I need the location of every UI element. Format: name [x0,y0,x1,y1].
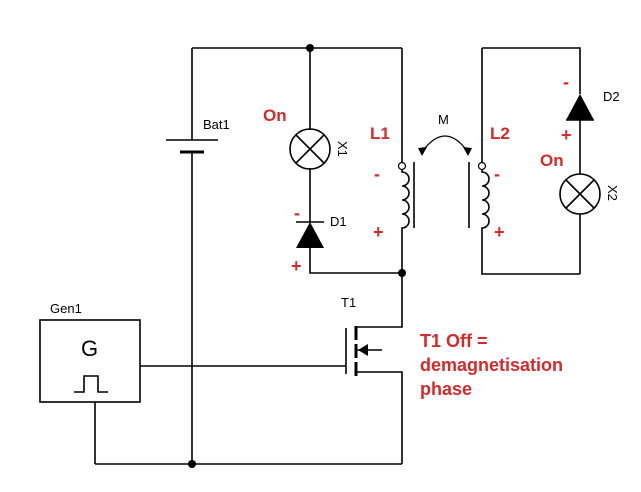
lamp-x2-status: On [540,151,564,170]
generator-symbol: G [81,336,98,361]
mutual-inductance-label: M [438,112,449,127]
lamp-x2-label: X2 [605,185,620,201]
diode-d1-minus: - [294,203,300,223]
wire-coil1-bottom [355,232,403,340]
diode-d1-plus: + [291,256,302,276]
junction-dot [398,269,406,277]
mosfet-t1-label: T1 [341,295,356,310]
generator-gen1 [39,319,141,403]
battery-bat1 [166,139,218,154]
coil-l1-label: L1 [370,124,390,143]
coil-l2-plus: + [494,222,505,242]
diode-d1-label: D1 [330,214,347,229]
mutual-inductance-arrow [418,135,472,156]
coil-l1-minus: - [374,164,380,184]
diode-d2-plus: + [561,125,572,145]
lamp-x1 [289,128,331,170]
lamp-x1-label: X1 [335,141,350,157]
annotation-line-3: phase [420,379,472,399]
junction-dot [306,44,314,52]
diode-d2-minus: - [563,72,569,92]
junction-dot [188,460,196,468]
lamp-x2 [559,173,601,215]
coil-l1-plus: + [373,222,384,242]
diode-d2 [566,94,594,121]
annotation-line-2: demagnetisation [420,355,563,375]
coil-l1 [397,158,415,232]
coil-l2-minus: - [494,164,500,184]
coil-l2 [468,48,580,275]
generator-label: Gen1 [50,301,82,316]
mosfet-t1 [345,326,382,376]
wire-mosfet-source [356,371,403,464]
wire-secondary-top [482,47,581,94]
diode-d1 [296,221,324,248]
wire-diode-branch-bottom [309,248,402,274]
annotation-line-1: T1 Off = [420,331,488,351]
battery-label: Bat1 [203,117,230,132]
lamp-x1-status: On [263,106,287,125]
coil-l2-label: L2 [490,124,510,143]
diode-d2-label: D2 [603,89,620,104]
